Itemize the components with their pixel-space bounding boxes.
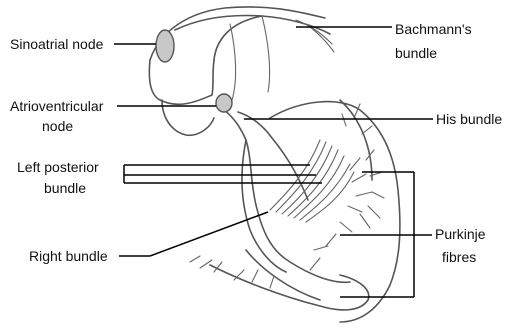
sinoatrial-node-shape — [156, 30, 174, 62]
atrioventricular-node-shape — [216, 94, 232, 112]
label-left-posterior-line2: bundle — [44, 180, 86, 196]
label-left-posterior-line1: Left posterior — [17, 159, 99, 175]
label-atrioventricular-line1: Atrioventricular — [10, 98, 104, 114]
label-sinoatrial-node: Sinoatrial node — [10, 36, 104, 52]
leader-lines — [114, 27, 433, 297]
label-purkinje-line2: fibres — [442, 249, 476, 265]
label-atrioventricular-line2: node — [42, 118, 73, 134]
label-purkinje-line1: Purkinje — [435, 226, 486, 242]
label-bachmanns-line1: Bachmann's — [395, 21, 472, 37]
label-his-bundle: His bundle — [436, 111, 502, 127]
label-bachmanns-line2: bundle — [395, 45, 437, 61]
label-right-bundle: Right bundle — [29, 248, 108, 264]
